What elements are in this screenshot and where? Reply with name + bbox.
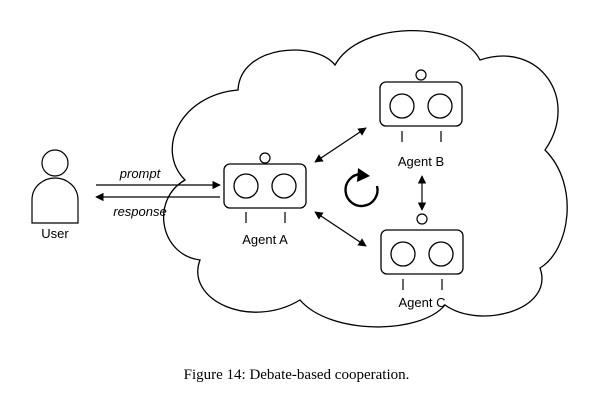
user-label: User — [41, 226, 69, 241]
agent-b-robot-icon — [379, 69, 463, 142]
prompt-label: prompt — [119, 166, 162, 181]
user-icon — [31, 149, 79, 224]
cloud-shape — [162, 29, 568, 328]
figure-caption: Figure 14: Debate-based cooperation. — [183, 367, 410, 383]
agent-a-label: Agent A — [242, 232, 288, 247]
response-label: response — [113, 204, 166, 219]
arrow-agent-a-agent-b — [314, 127, 367, 163]
agent-a-robot-icon — [223, 152, 307, 223]
cycle-arrow-icon — [344, 168, 379, 208]
agent-b-label: Agent B — [398, 154, 444, 169]
agent-c-robot-icon — [380, 213, 464, 290]
agent-c-label: Agent C — [399, 295, 446, 310]
arrow-agent-a-agent-c — [314, 211, 367, 247]
